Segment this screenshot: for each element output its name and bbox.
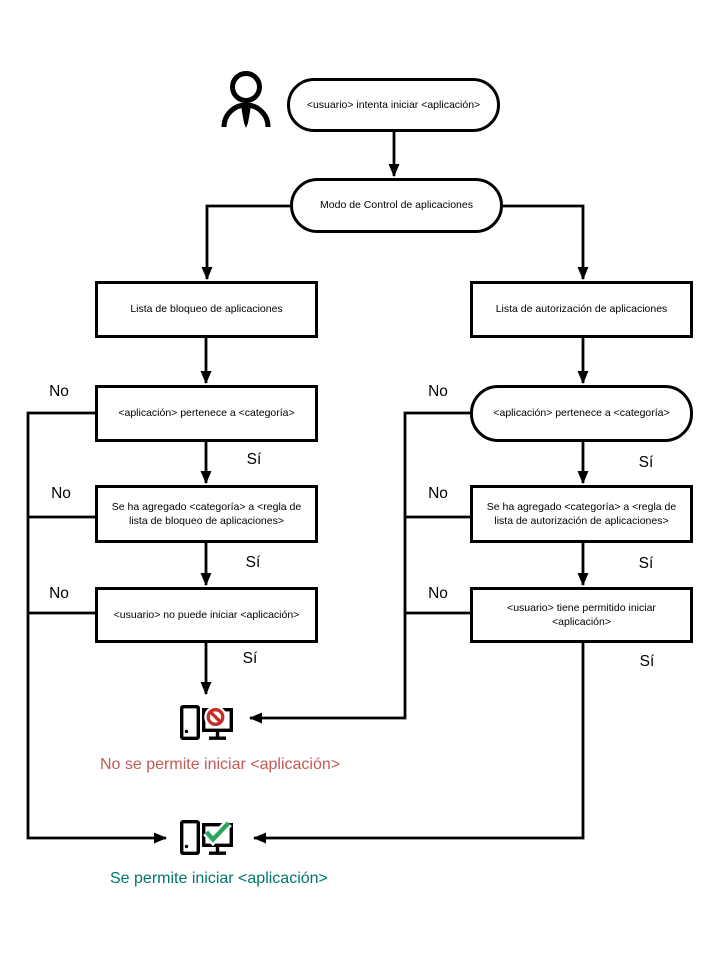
edge-label-no: No [428,383,448,400]
user-tie [241,100,251,128]
edge-left-no-rail [26,411,167,844]
node-denylist-verdict: <usuario> no puede iniciar <aplicación> [95,587,318,643]
node-start: <usuario> intenta iniciar <aplicación> [287,78,500,132]
node-allowlist-rule-label: Se ha agregado <categoría> a <regla de l… [486,500,677,527]
edge-label-yes: Sí [246,451,262,468]
edge-label-yes: Sí [638,555,654,572]
flow-connectors [26,132,589,844]
edge-label-no: No [49,383,69,400]
edge-label-yes: Sí [245,554,261,571]
node-app-control-mode: Modo de Control de aplicaciones [290,178,503,233]
node-denylist: Lista de bloqueo de aplicaciones [95,281,318,338]
result-denied-text: No se permite iniciar <aplicación> [100,756,341,773]
edge-label-no: No [51,485,71,502]
node-app-control-mode-label: Modo de Control de aplicaciones [320,199,473,212]
node-allowlist-verdict: <usuario> tiene permitido iniciar <aplic… [470,587,693,643]
edge-mode-to-allowlist [503,204,589,280]
edge-label-yes: Sí [639,653,655,670]
node-denylist-label: Lista de bloqueo de aplicaciones [130,303,283,316]
node-allowlist: Lista de autorización de aplicaciones [470,281,693,338]
edge-mode-to-denylist [201,204,290,280]
node-start-label: <usuario> intenta iniciar <aplicación> [306,98,481,111]
node-denylist-category: <aplicación> pertenece a <categoría> [95,385,318,442]
node-denylist-rule: Se ha agregado <categoría> a <regla de l… [95,485,318,543]
node-denylist-category-label: <aplicación> pertenece a <categoría> [118,407,295,420]
node-denylist-verdict-label: <usuario> no puede iniciar <aplicación> [113,608,300,621]
node-allowlist-category: <aplicación> pertenece a <categoría> [470,385,693,442]
computer-allowed-icon [179,819,233,856]
edge-label-no: No [428,585,448,602]
node-allowlist-verdict-label: <usuario> tiene permitido iniciar <aplic… [507,601,656,628]
node-allowlist-label: Lista de autorización de aplicaciones [495,303,668,316]
edge-label-yes: Sí [638,454,654,471]
edge-label-no: No [49,585,69,602]
edge-label-no: No [428,485,448,502]
edge-label-yes: Sí [242,650,258,667]
computer-blocked-icon [179,705,233,741]
user-head [230,71,262,103]
edge-allowverdict-to-allowed [253,643,585,844]
node-denylist-rule-label: Se ha agregado <categoría> a <regla de l… [111,500,302,527]
node-allowlist-rule: Se ha agregado <categoría> a <regla de l… [470,485,693,543]
prohibition-icon [206,708,225,726]
result-allowed-text: Se permite iniciar <aplicación> [110,870,328,887]
checkmark-icon [204,821,231,843]
user-icon [221,71,271,128]
edge-right-no-rail [249,411,470,724]
node-allowlist-category-label: <aplicación> pertenece a <categoría> [493,407,670,420]
